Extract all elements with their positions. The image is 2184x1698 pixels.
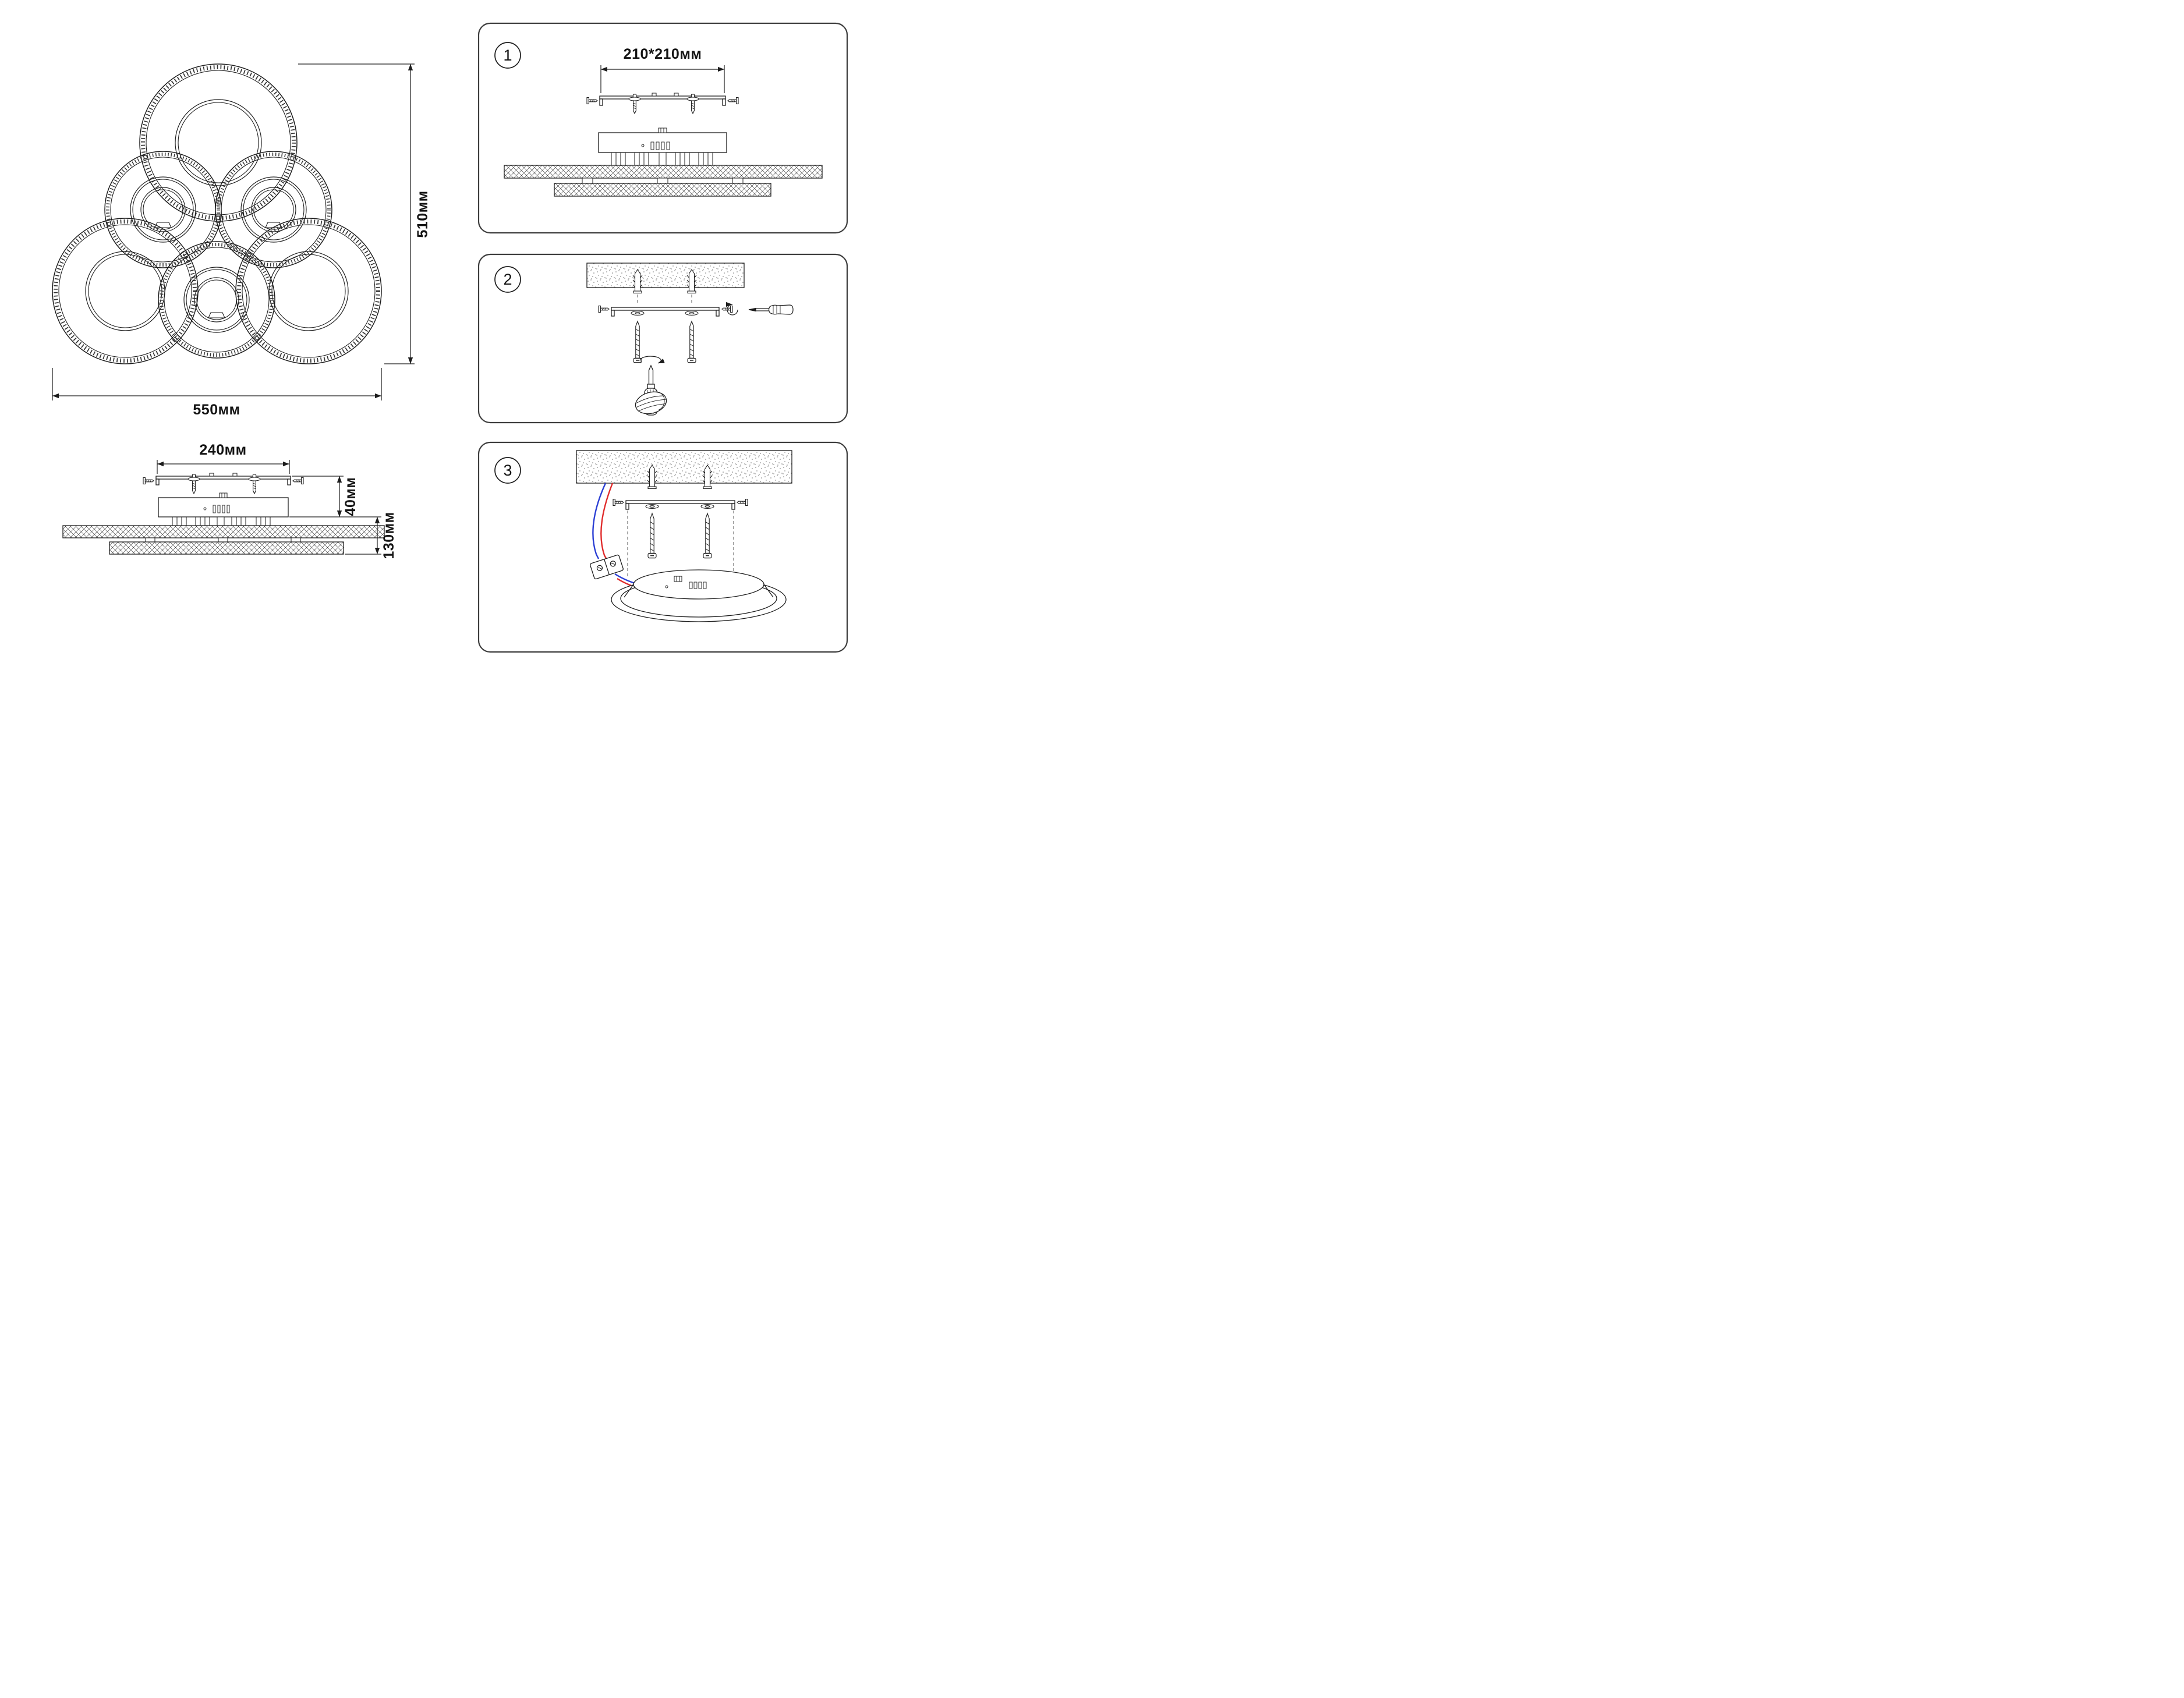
- side-view-canopy: [158, 492, 289, 517]
- washer-right: [700, 504, 714, 509]
- step-2-panel: 2: [477, 253, 848, 424]
- step-1-canopy: [598, 127, 727, 153]
- washer-left: [631, 310, 645, 316]
- step-3-panel: 3: [477, 441, 848, 653]
- dim-height-510-label: 510мм: [415, 190, 431, 237]
- front-view: 550мм 510мм: [52, 63, 431, 418]
- step-2-number: 2: [503, 271, 512, 288]
- step-1-panel: 1 210*210мм: [477, 22, 848, 234]
- ring-bottom-right-large: [235, 218, 382, 364]
- step-2-number-badge: [494, 266, 521, 293]
- fixture-base: [611, 569, 787, 622]
- side-screw-left: [143, 477, 154, 485]
- front-view-dimensions: 550мм 510мм: [52, 63, 431, 418]
- wire-red: [600, 483, 614, 560]
- step-1-dim-210: 210*210мм: [600, 46, 725, 93]
- step-1-number-badge: [494, 42, 521, 69]
- step-3-number-badge: [494, 457, 521, 484]
- rotate-arrow: [639, 356, 665, 364]
- side-view-dim-130: 130мм: [345, 512, 397, 559]
- step-3-bracket: [613, 498, 748, 510]
- ceiling-slab: [586, 263, 745, 288]
- side-view-mounting-bracket: [143, 473, 304, 494]
- alignment-dashes: [637, 295, 692, 305]
- step-3-number: 3: [503, 462, 512, 479]
- alignment-dashes: [627, 511, 734, 578]
- side-view-dim-40: 40мм: [289, 476, 381, 517]
- dim-canopy-40-label: 40мм: [342, 477, 359, 516]
- dim-body-130-label: 130мм: [381, 512, 397, 559]
- step-1-number: 1: [503, 47, 512, 64]
- rotate-arrow: [725, 302, 738, 316]
- ceiling-slab: [576, 450, 792, 484]
- side-view-dim-240: 240мм: [157, 442, 290, 474]
- ring-middle-left: [104, 151, 222, 268]
- side-view-rods: [172, 516, 271, 526]
- dim-bracket-210-label: 210*210мм: [624, 46, 702, 62]
- step-2-frame: [477, 253, 848, 424]
- screwdriver-vertical: [635, 356, 667, 416]
- side-view-ring-plates: [62, 525, 385, 555]
- dim-width-550-label: 550мм: [193, 402, 240, 418]
- terminal-block: [590, 554, 624, 580]
- side-view: 240мм: [62, 442, 397, 559]
- washer-right: [685, 310, 699, 316]
- ring-middle-right: [215, 151, 332, 268]
- step-2-bracket: [598, 302, 794, 317]
- step-1-bracket: [586, 93, 739, 114]
- dim-bracket-240-label: 240мм: [199, 442, 246, 458]
- wire-blue: [592, 483, 607, 559]
- washer-left: [645, 504, 659, 509]
- ring-top-large: [139, 63, 298, 222]
- side-screw-right: [292, 477, 304, 485]
- installation-instruction-sheet: 550мм 510мм 240мм: [0, 0, 873, 679]
- hand: [635, 391, 667, 414]
- step-1-ring-plates: [504, 165, 823, 197]
- ring-bottom-center: [158, 241, 275, 359]
